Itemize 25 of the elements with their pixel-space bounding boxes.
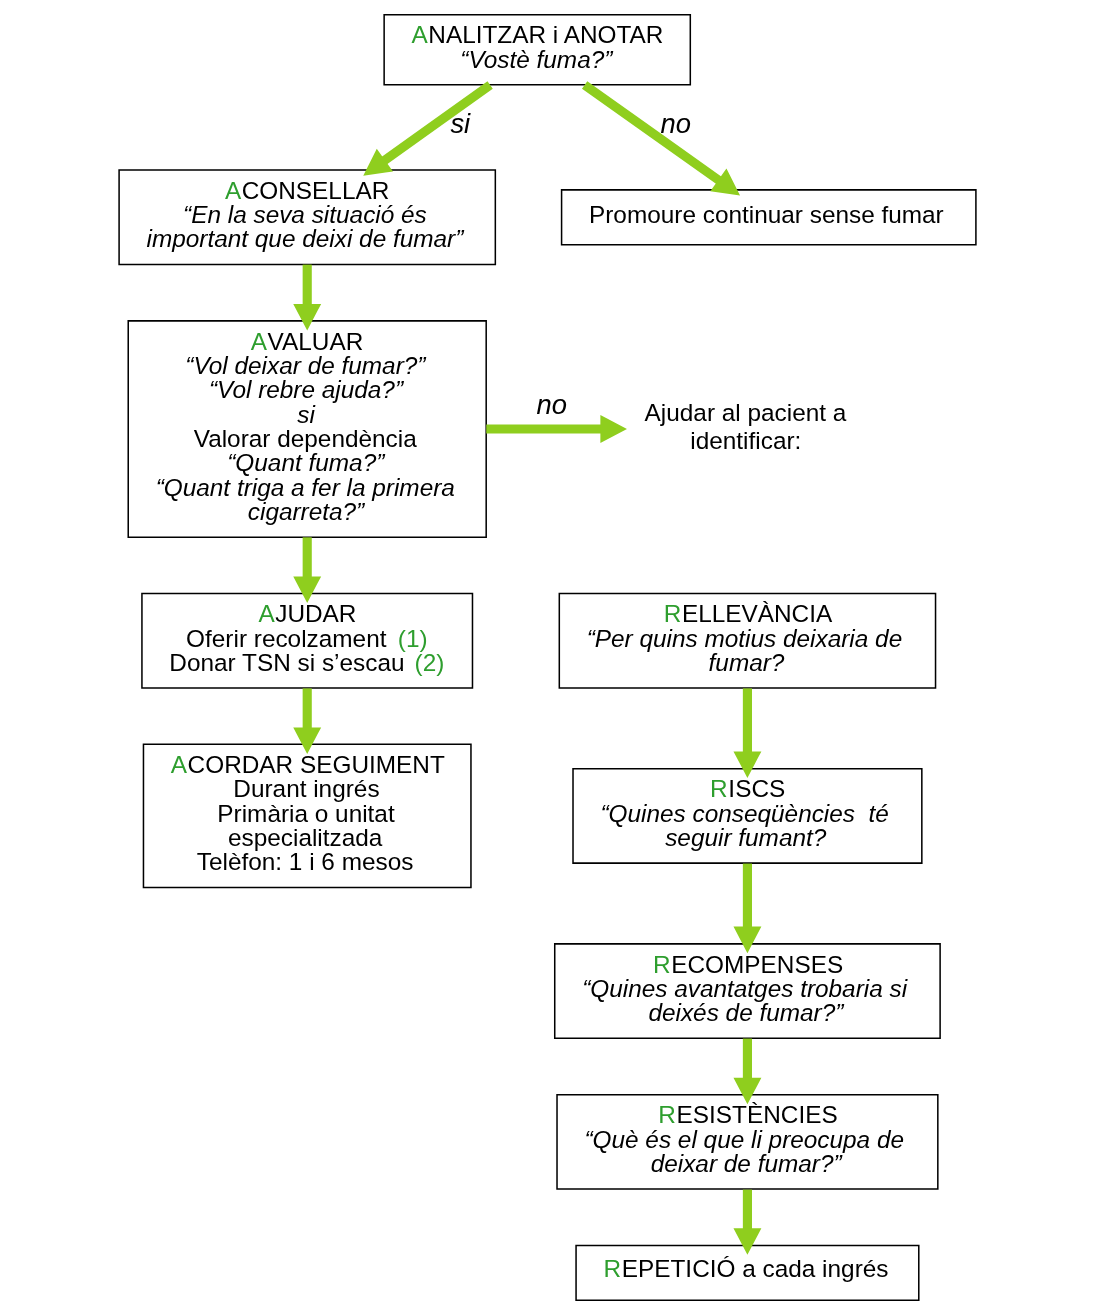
node-box: ACONSELLAR “En la seva situació és important que deixi de fumar” (118, 169, 497, 266)
arrow (733, 1189, 762, 1255)
arrow (293, 537, 322, 603)
arrow (293, 688, 322, 754)
edge-label: no (536, 389, 567, 421)
node-box: AVALUAR “Vol deixar de fumar?” “Vol rebre ajuda?” si Valorar dependència “Quant fuma?” “Quant triga a fer la primera cigarreta?” (127, 320, 487, 538)
node-box: RISCS “Quines conseqüències té seguir fumant? (572, 767, 923, 864)
node-box: Promoure continuar sense fumar (560, 189, 977, 246)
arrow (582, 81, 741, 196)
node-text: Ajudar al pacient a identificar: (644, 399, 847, 454)
node-box: ACORDAR SEGUIMENT Durant ingrés Primària o unitat especialitzada Telèfon: 1 i 6 mesos (142, 743, 472, 889)
node-box: RESISTÈNCIES “Què és el que li preocupa de deixar de fumar?” (556, 1093, 939, 1190)
node-box: RELLEVÀNCIA “Per quins motius deixaria de fumar? (558, 592, 937, 689)
arrow (293, 264, 322, 331)
arrow (733, 863, 762, 954)
node-box: AJUDAR Oferir recolzament (1) Donar TSN si s’escau (2) (141, 592, 474, 689)
node-box: ANALITZAR i ANOTAR “Vostè fuma?” (383, 13, 692, 86)
edge-label: no (660, 107, 692, 139)
node-box: REPETICIÓ a cada ingrés (575, 1244, 920, 1302)
edge-label: si (450, 107, 471, 139)
node-box: RECOMPENSES “Quines avantatges trobaria si deixés de fumar?” (554, 943, 941, 1040)
arrow (733, 1038, 762, 1105)
arrow (486, 415, 627, 443)
arrow (363, 81, 493, 176)
arrow (733, 688, 762, 778)
